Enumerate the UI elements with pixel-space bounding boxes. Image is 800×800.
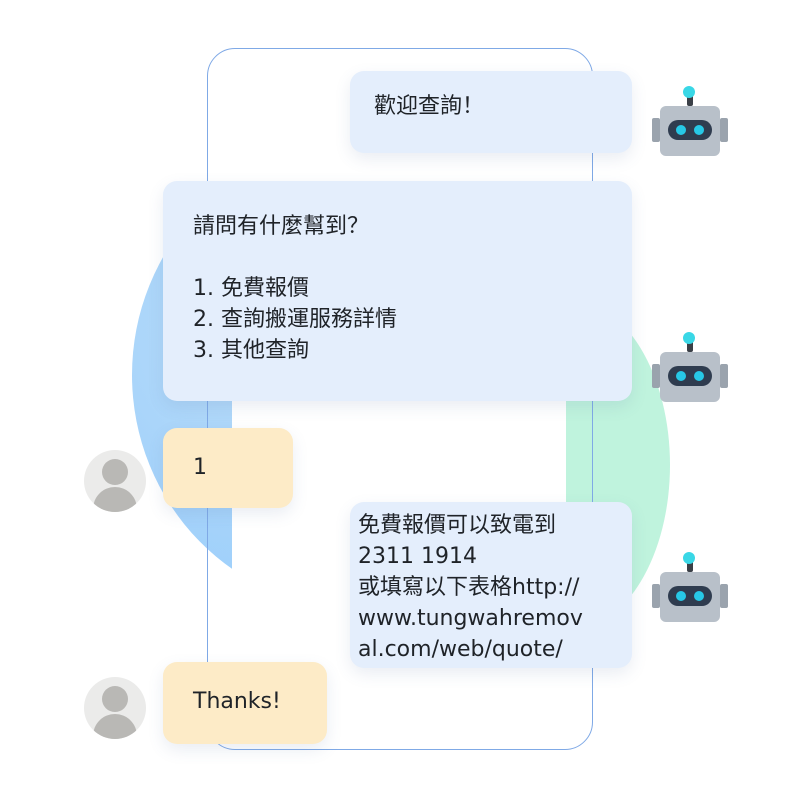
user-message: Thanks! (163, 662, 327, 744)
phone-number: 2311 1914 (358, 544, 477, 569)
message-line: Thanks! (193, 689, 281, 714)
quote-link[interactable]: al.com/web/quote/ (358, 637, 563, 662)
user-avatar-icon (84, 450, 146, 512)
user-avatar-icon (84, 677, 146, 739)
robot-icon (652, 552, 728, 626)
robot-icon (652, 332, 728, 406)
bot-message-quote: 免費報價可以致電到 2311 1914 或填寫以下表格http:// www.t… (350, 502, 632, 668)
message-line: 請問有什麼幫到？ (193, 214, 370, 239)
message-line: 1 (193, 455, 207, 480)
message-line-blank (193, 242, 602, 273)
message-line: 歡迎查詢！ (374, 94, 485, 119)
bot-message-menu: 請問有什麼幫到？ 1. 免費報價 2. 查詢搬運服務詳情 3. 其他查詢 (163, 181, 632, 401)
menu-option-3[interactable]: 3. 其他查詢 (193, 338, 309, 363)
message-line: 免費報價可以致電到 (358, 513, 557, 538)
menu-option-2[interactable]: 2. 查詢搬運服務詳情 (193, 307, 397, 332)
robot-icon (652, 86, 728, 160)
quote-link[interactable]: www.tungwahremov (358, 606, 583, 631)
bot-message-welcome: 歡迎查詢！ (350, 71, 632, 153)
message-line: 或填寫以下表格http:// (358, 575, 580, 600)
user-message: 1 (163, 428, 293, 508)
menu-option-1[interactable]: 1. 免費報價 (193, 276, 309, 301)
